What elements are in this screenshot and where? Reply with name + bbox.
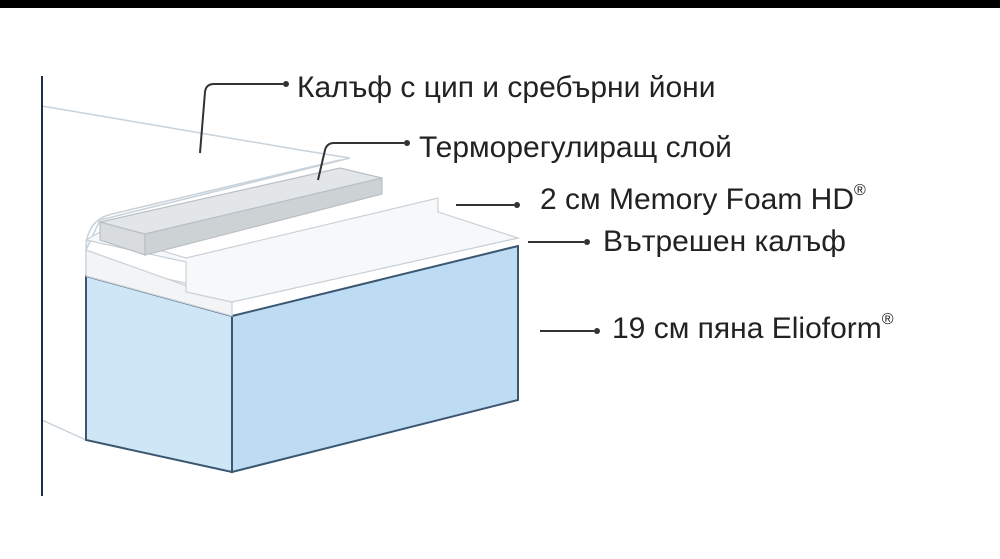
leader-cover (199, 83, 283, 154)
leader-inner-dot (584, 239, 590, 245)
label-memory-foam: 2 см Memory Foam HD® (540, 182, 866, 216)
label-cover: Калъф с цип и сребърни йони (297, 73, 715, 103)
inner-cover-front (85, 249, 233, 317)
leader-memory-dot (514, 202, 520, 208)
foam-core-side (231, 244, 519, 474)
outer-cover-top-edge (85, 159, 341, 251)
label-thermo-layer: Терморегулиращ слой (419, 133, 732, 163)
thermo-layer-side (144, 177, 383, 256)
leader-cover-dot (283, 81, 289, 87)
registered-mark: ® (854, 182, 866, 199)
label-cover-text: Калъф с цип и сребърни йони (297, 71, 716, 104)
label-inner-cover: Вътрешен калъф (603, 227, 846, 257)
leader-thermo (317, 142, 404, 181)
label-foam-core: 19 см пяна Elioform® (612, 311, 894, 345)
registered-mark: ® (881, 311, 894, 328)
leader-thermo-dot (404, 140, 410, 146)
top-bar (0, 0, 1000, 8)
label-foam-text: 19 см пяна Elioform (612, 312, 882, 345)
label-inner-text: Вътрешен калъф (603, 225, 846, 258)
outer-cover-shape (41, 105, 351, 442)
leader-foam-dot (594, 328, 600, 334)
label-thermo-text: Терморегулиращ слой (419, 131, 732, 164)
label-memory-text: 2 см Memory Foam HD (540, 183, 855, 216)
